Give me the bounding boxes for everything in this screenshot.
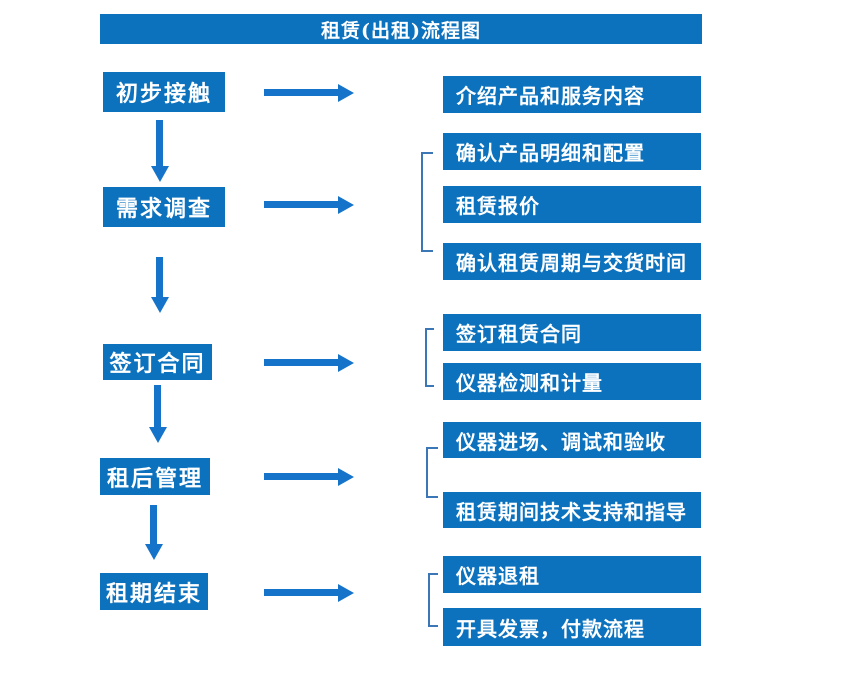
bracket-stage5-outputs — [428, 573, 438, 627]
stage-label: 签订合同 — [109, 351, 206, 377]
down-arrow-icon-stage3-to-stage4 — [154, 385, 161, 427]
output-box-technical-support: 租赁期间技术支持和指导 — [443, 492, 701, 528]
down-arrow-icon-stage1-to-stage2 — [156, 120, 163, 166]
stage-box-demand-survey: 需求调查 — [103, 187, 225, 227]
flowchart-title: 租赁(出租)流程图 — [321, 19, 481, 42]
stage-label: 租期结束 — [105, 580, 202, 607]
output-box-instrument-entry-acceptance: 仪器进场、调试和验收 — [443, 422, 701, 458]
output-label: 仪器检测和计量 — [456, 371, 603, 395]
right-arrow-icon-stage4 — [264, 473, 338, 480]
stage-label: 租后管理 — [106, 465, 203, 492]
output-box-invoice-payment: 开具发票，付款流程 — [443, 608, 701, 646]
right-arrow-icon-stage3 — [264, 359, 338, 366]
output-box-rental-quotation: 租赁报价 — [443, 186, 701, 223]
stage-box-initial-contact: 初步接触 — [103, 72, 225, 112]
output-label: 租赁期间技术支持和指导 — [456, 499, 687, 524]
output-box-instrument-inspection: 仪器检测和计量 — [443, 363, 701, 400]
output-label: 签订租赁合同 — [456, 322, 582, 346]
right-arrow-icon-stage5 — [264, 589, 338, 596]
output-label: 仪器退租 — [456, 564, 540, 588]
output-box-introduce-products: 介绍产品和服务内容 — [443, 76, 701, 113]
bracket-stage2-outputs — [421, 152, 433, 252]
output-label: 确认产品明细和配置 — [456, 141, 645, 165]
stage-box-rental-end: 租期结束 — [100, 573, 208, 610]
right-arrow-icon-stage1 — [264, 89, 338, 96]
flowchart-title-bar: 租赁(出租)流程图 — [100, 14, 702, 44]
bracket-stage4-outputs — [426, 447, 438, 498]
stage-label: 初步接触 — [115, 81, 212, 107]
output-label: 租赁报价 — [456, 194, 540, 218]
output-label: 确认租赁周期与交货时间 — [456, 251, 687, 275]
output-label: 开具发票，付款流程 — [456, 616, 645, 641]
output-box-confirm-product-details: 确认产品明细和配置 — [443, 133, 701, 170]
stage-label: 需求调查 — [115, 196, 212, 222]
down-arrow-icon-stage2-to-stage3 — [156, 257, 163, 297]
output-box-sign-rental-contract: 签订租赁合同 — [443, 314, 701, 351]
stage-box-post-rental-management: 租后管理 — [100, 458, 210, 495]
down-arrow-icon-stage4-to-stage5 — [150, 505, 157, 544]
output-label: 仪器进场、调试和验收 — [456, 429, 666, 454]
bracket-stage3-outputs — [425, 328, 434, 387]
right-arrow-icon-stage2 — [264, 201, 338, 208]
stage-box-sign-contract: 签订合同 — [103, 344, 212, 380]
output-label: 介绍产品和服务内容 — [456, 84, 645, 108]
output-box-instrument-return: 仪器退租 — [443, 556, 701, 593]
output-box-confirm-rental-period: 确认租赁周期与交货时间 — [443, 243, 701, 280]
